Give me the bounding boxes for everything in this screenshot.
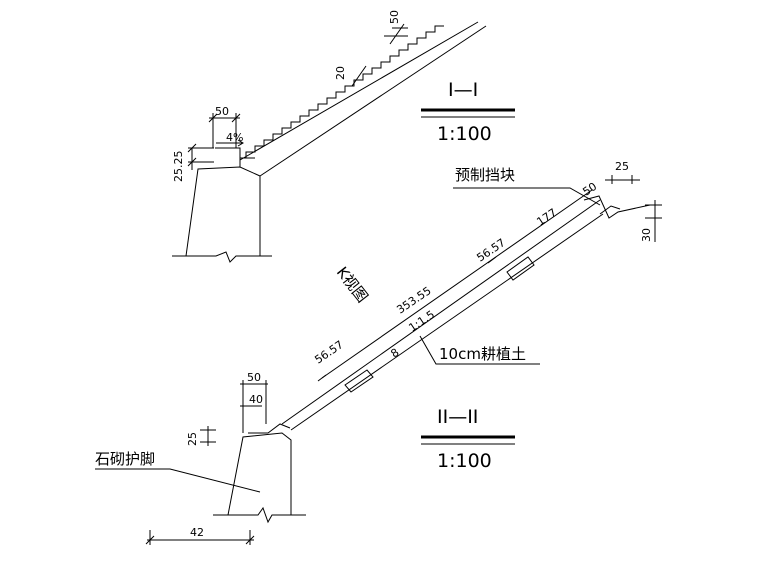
dim-tick [487,256,497,264]
dim-177: 177 [534,206,559,229]
dim-50: 50 [215,105,229,118]
section-1-title: I—I [448,79,478,101]
dim-42: 42 [190,526,204,539]
section-1-ground [172,251,272,263]
dim-tick [187,157,197,167]
section-2-title: II—II [437,406,478,428]
dim-30: 30 [640,228,653,242]
section-1-drawing: 50 4% 25.25 20 50 [172,10,487,263]
section-2-top-cap [583,195,651,219]
dim-50-top: 50 [580,180,599,199]
stone-toe-leader [95,468,261,493]
section-1-wall [185,166,261,257]
section-2-wall [227,432,292,516]
section-2-scale: 1:100 [437,450,492,472]
label-stone-toe: 石砌护脚 [95,450,155,468]
dim-tick [187,143,197,153]
dim-40: 40 [249,393,263,406]
section-2-drawing: 25 50 30 177 56.57 353.55 1:1.5 56.57 8 … [95,160,662,545]
precast-block [344,369,374,393]
precast-leader [453,187,601,206]
section-1-slope-upper [239,21,479,161]
dim-2525: 25.25 [172,151,185,183]
section-1-cap [215,147,241,167]
section-2-cap [248,423,291,434]
dim-tick [145,535,155,545]
dim-tick [245,535,255,545]
section-2-title-block: II—II 1:100 [421,406,515,472]
precast-block [506,256,535,281]
dim-slope-pct: 4% [226,131,243,144]
topsoil-leader [419,335,540,365]
dim-20: 20 [334,66,347,80]
dim-tick [317,374,327,382]
section-1-scale: 1:100 [437,123,492,145]
dim-line [351,65,367,87]
label-topsoil: 10cm耕植土 [439,345,526,363]
label-precast-block: 预制挡块 [455,166,515,184]
dim-parallel [321,189,593,379]
dim-slope: 1:1.5 [406,308,437,335]
section-2-slope-lower [290,213,604,431]
dim-25-top: 25 [615,160,629,173]
dim-50-top: 50 [388,10,401,24]
label-view-k: K视图 [333,263,372,305]
dim-tick [208,113,218,123]
dim-line [389,23,405,45]
dim-tick [231,113,241,123]
section-1-slope-lower [259,25,487,177]
dim-50-bot: 50 [247,371,261,384]
section-1-steps [245,25,444,158]
section-2-slope-upper [281,199,601,425]
dim-5657-bot: 56.57 [312,338,345,366]
section-1-title-block: I—I 1:100 [421,79,515,145]
section-2-top-block [599,205,621,215]
dim-25-bot: 25 [186,432,199,446]
section-2-ground [213,506,306,524]
dim-8: 8 [388,346,401,361]
slope-arrowhead [237,139,244,147]
